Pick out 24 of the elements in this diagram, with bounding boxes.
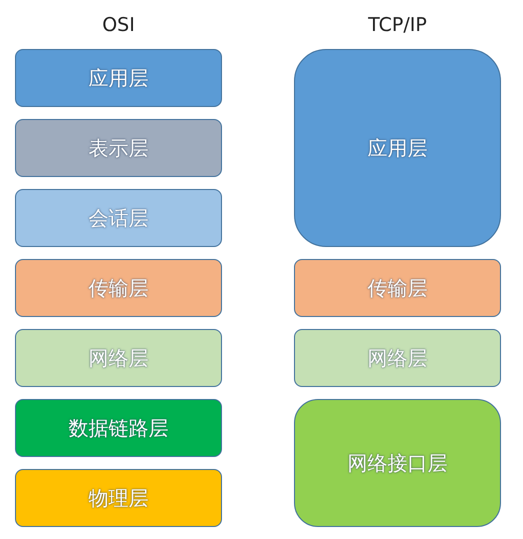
layer-label: 表示层 bbox=[88, 134, 148, 162]
layer-label: 应用层 bbox=[368, 134, 428, 162]
layer-label: 网络层 bbox=[368, 344, 428, 372]
layer-box bbox=[15, 329, 222, 387]
layer-label: 数据链路层 bbox=[68, 414, 168, 442]
layer-label: 会话层 bbox=[88, 204, 148, 232]
layer-box bbox=[15, 469, 222, 527]
layer-label: 应用层 bbox=[88, 64, 148, 92]
column-heading: TCP/IP bbox=[367, 14, 428, 36]
layer-box bbox=[15, 259, 222, 317]
layer-box bbox=[15, 119, 222, 177]
layer-label: 网络层 bbox=[88, 344, 148, 372]
layer-label: 网络接口层 bbox=[348, 450, 448, 476]
layer-box bbox=[294, 259, 501, 317]
layer-box bbox=[294, 399, 501, 527]
layer-box bbox=[15, 399, 222, 457]
layer-box bbox=[294, 329, 501, 387]
column-heading: OSI bbox=[101, 14, 136, 36]
layer-label: 传输层 bbox=[368, 274, 428, 302]
layer-label: 传输层 bbox=[88, 274, 148, 302]
layer-box bbox=[15, 49, 222, 107]
layer-box bbox=[294, 49, 501, 247]
layer-box bbox=[15, 189, 222, 247]
layer-label: 物理层 bbox=[88, 484, 148, 512]
